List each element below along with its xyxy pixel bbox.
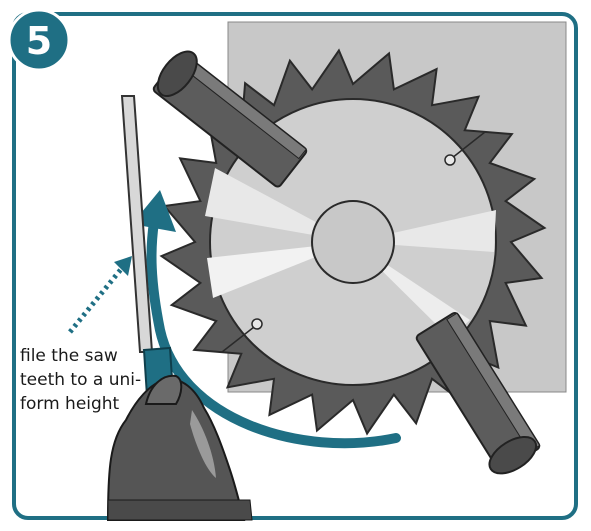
clamp-icon xyxy=(152,50,308,188)
glove-thumb xyxy=(144,374,183,405)
clamp-upper-wheel xyxy=(156,50,198,97)
caption-line-3: form height xyxy=(20,394,120,414)
glove-cuff xyxy=(107,499,253,521)
glove-shine xyxy=(190,410,216,478)
clamp-icon xyxy=(415,311,541,475)
glove-shape xyxy=(106,378,246,521)
rivet-lower xyxy=(251,318,263,330)
clamp-lower-wheel xyxy=(488,435,538,475)
saw-arbor-hole xyxy=(311,200,395,284)
rivet-line-upper xyxy=(451,131,486,159)
rivet-upper xyxy=(444,154,456,166)
caption-line-2: teeth to a uni- xyxy=(20,370,141,390)
step-number: 5 xyxy=(26,19,52,63)
dotted-arrow-head xyxy=(114,256,132,276)
step-badge xyxy=(7,8,71,72)
curved-arrow-icon xyxy=(146,217,401,449)
gloved-hand-icon xyxy=(106,374,253,521)
caption-line-1: file the saw xyxy=(20,346,118,366)
rivet-line-lower xyxy=(221,326,255,353)
